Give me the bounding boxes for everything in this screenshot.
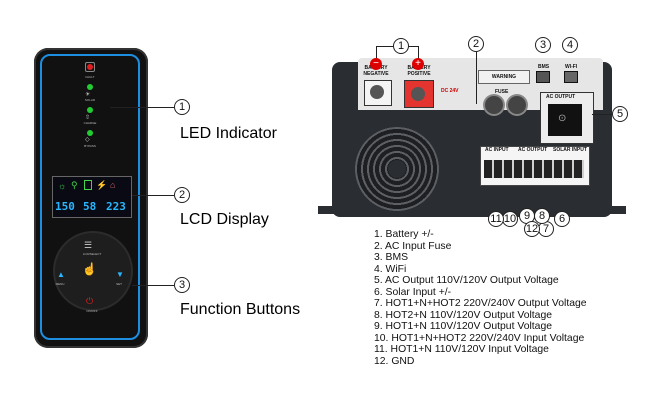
button-label-onoff: ON/OFF (86, 309, 98, 313)
rear-leader-1d (418, 46, 419, 60)
bms-port (536, 71, 550, 83)
legend-item: 5. AC Output 110V/120V Output Voltage (374, 275, 559, 286)
power-icon[interactable]: ⏻ (86, 296, 94, 306)
legend-item: 4. WiFi (374, 263, 407, 275)
dc-voltage-label: DC 24V (441, 88, 459, 94)
lcd-value-output: 223 (106, 200, 126, 213)
legend-item: 1. Battery +/- (374, 229, 434, 240)
charge-icon: ⇧ (85, 115, 91, 121)
bms-label: BMS (538, 64, 550, 70)
hand-icon: ☝ (82, 262, 97, 276)
charge-led (87, 107, 93, 113)
legend-item: 11. HOT1+N 110V/120V Input Voltage (374, 344, 549, 355)
battery-negative-bolt (370, 85, 384, 99)
callout-leader-3 (132, 285, 174, 286)
socket-icon: ⊙ (558, 113, 567, 124)
callout-leader-1 (110, 107, 174, 108)
label-function-buttons: Function Buttons (180, 301, 301, 318)
led-label-fault: FAULT (85, 75, 95, 79)
callout-number-2: 2 (174, 187, 190, 203)
rear-callout-4: 4 (562, 37, 578, 53)
wifi-port (564, 71, 578, 83)
lcd-person-icon: ⚲ (71, 180, 78, 190)
solar-icon: ☀ (85, 92, 91, 98)
lcd-battery-icon (84, 180, 92, 190)
lcd-display (52, 176, 132, 218)
legend-item: 2. AC Input Fuse (374, 240, 452, 252)
rear-leader-5 (592, 114, 612, 115)
rear-callout-5: 5 (612, 106, 628, 122)
rear-callout-10: 10 (502, 211, 518, 227)
right-foot (596, 206, 626, 214)
wifi-label: WI-FI (565, 64, 578, 70)
legend-item: 8. HOT2+N 110V/120V Output Voltage (374, 309, 553, 321)
function-button-ring (55, 233, 131, 309)
rear-callout-6: 6 (554, 211, 570, 227)
button-label-menu: MENU (55, 282, 65, 286)
front-panel-blue-border (40, 54, 140, 340)
legend-item: 10. HOT1+N+HOT2 220V/240V Input Voltage (374, 332, 585, 344)
legend-item: 3. BMS (374, 252, 409, 263)
button-label-set: SET (116, 282, 122, 286)
terminal-group-ac-output: AC OUTPUT (518, 147, 548, 153)
lcd-select-icon[interactable]: ☰ (84, 240, 93, 250)
rear-leader-1c (376, 46, 377, 60)
set-down-arrow-icon[interactable]: ▼ (116, 270, 124, 279)
solar-led (87, 84, 93, 90)
rear-callout-2: 2 (468, 36, 484, 52)
legend-item: 9. HOT1+N 110V/120V Output Voltage (374, 321, 553, 332)
negative-symbol-icon: − (370, 58, 382, 70)
legend-item: 6. Solar Input +/- (374, 286, 452, 298)
fault-indicator-frame (85, 62, 95, 72)
led-label-bypass: BYPASS (84, 144, 96, 148)
fan-hub (388, 160, 406, 178)
led-label-solar: SOLAR (84, 98, 96, 102)
terminal-group-ac-input: AC INPUT (485, 147, 509, 153)
terminal-screws (484, 160, 584, 178)
warning-sticker: WARNING (478, 70, 530, 84)
fuse-holder-2 (508, 96, 526, 114)
label-lcd-display: LCD Display (180, 211, 269, 228)
led-label-charge: CHARGE (83, 121, 97, 125)
label-led-indicator: LED Indicator (180, 125, 277, 142)
battery-positive-bolt (411, 87, 425, 101)
legend-list: 1. Battery +/- 2. AC Input Fuse 3. BMS 4… (374, 229, 587, 367)
lcd-value-input: 150 (55, 200, 75, 213)
callout-number-3: 3 (174, 277, 190, 293)
lcd-value-battery: 58 (83, 200, 97, 213)
rear-callout-1: 1 (393, 38, 409, 54)
fault-led (87, 64, 93, 70)
fuse-label: FUSE (495, 89, 509, 95)
rear-leader-1b (409, 46, 418, 47)
rear-callout-12: 12 (524, 221, 540, 237)
rear-leader-1a (376, 46, 393, 47)
rear-callout-3: 3 (535, 37, 551, 53)
callout-leader-2 (132, 195, 174, 196)
ac-output-label: AC OUTPUT (546, 94, 576, 100)
left-foot (318, 206, 348, 214)
legend-item: 12. GND (374, 355, 415, 367)
bypass-icon: ◇ (85, 137, 90, 143)
callout-number-1: 1 (174, 99, 190, 115)
lcd-power-icon: ⚡ (96, 180, 108, 190)
fuse-holder-1 (485, 96, 503, 114)
ac-output-socket (548, 104, 582, 136)
menu-up-arrow-icon[interactable]: ▲ (57, 270, 65, 279)
rear-leader-2 (476, 52, 477, 104)
rear-callout-11: 11 (488, 211, 504, 227)
positive-symbol-icon: + (412, 58, 424, 70)
button-label-select: LCD/SELECT (82, 252, 102, 256)
terminal-group-solar-input: SOLAR INPUT (553, 147, 587, 153)
legend-item: 7. HOT1+N+HOT2 220V/240V Output Voltage (374, 298, 587, 309)
lcd-load-icon: ⌂ (110, 180, 116, 190)
bypass-led (87, 130, 93, 136)
lcd-solar-panel-icon: ☼ (58, 181, 67, 191)
